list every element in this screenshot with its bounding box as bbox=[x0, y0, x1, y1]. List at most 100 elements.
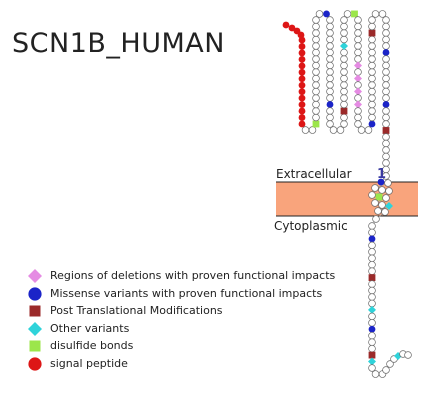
cyan-diamond-marker-icon bbox=[28, 321, 42, 336]
residue bbox=[368, 87, 376, 96]
residue bbox=[382, 146, 390, 154]
signal-peptide-residue bbox=[298, 68, 306, 76]
residue bbox=[326, 81, 334, 89]
residue bbox=[382, 68, 390, 76]
residue bbox=[382, 113, 390, 122]
missense-residue-marker bbox=[368, 235, 376, 243]
residue bbox=[368, 107, 376, 115]
residue bbox=[371, 184, 379, 192]
signal-peptide-residue bbox=[298, 94, 306, 102]
signal-peptide-residue bbox=[298, 55, 306, 63]
residue bbox=[354, 55, 362, 63]
residue bbox=[368, 100, 376, 109]
residue bbox=[340, 81, 348, 89]
residue bbox=[340, 22, 348, 31]
residue bbox=[382, 61, 390, 70]
signal-peptide-residue bbox=[298, 88, 306, 96]
residue bbox=[368, 94, 376, 102]
residue bbox=[301, 126, 310, 134]
signal-peptide-residue bbox=[298, 114, 306, 121]
residue bbox=[382, 42, 390, 50]
residue bbox=[308, 126, 317, 134]
signal-peptide-residue bbox=[282, 21, 290, 29]
missense-residue-marker bbox=[377, 178, 385, 186]
residue bbox=[326, 22, 334, 31]
residue bbox=[312, 29, 320, 37]
residue bbox=[354, 113, 362, 122]
residue bbox=[312, 55, 320, 63]
residue bbox=[368, 22, 376, 31]
residue bbox=[354, 81, 362, 89]
missense-residue-marker bbox=[368, 120, 376, 128]
residue bbox=[368, 222, 376, 230]
signal-peptide-residue bbox=[298, 49, 306, 57]
residue bbox=[354, 68, 362, 76]
residue bbox=[312, 22, 320, 31]
residue bbox=[382, 81, 390, 89]
residue bbox=[378, 201, 386, 209]
membrane-band bbox=[276, 182, 418, 216]
legend-label: signal peptide bbox=[50, 356, 128, 370]
residue bbox=[368, 254, 376, 263]
signal-peptide-residue bbox=[298, 81, 306, 89]
residue bbox=[340, 94, 348, 102]
residue bbox=[312, 107, 320, 115]
residue bbox=[326, 29, 334, 37]
residue bbox=[368, 228, 376, 237]
residue bbox=[340, 29, 348, 37]
residue bbox=[382, 94, 390, 102]
legend-label: Other variants bbox=[50, 321, 130, 335]
residue bbox=[340, 113, 348, 122]
ptm-residue-marker bbox=[368, 274, 376, 282]
signal-peptide-residue bbox=[298, 75, 306, 83]
signal-peptide-residue bbox=[298, 107, 306, 115]
residue bbox=[326, 61, 334, 70]
residue bbox=[354, 35, 362, 44]
residue bbox=[312, 48, 320, 57]
disulfide-residue-marker bbox=[375, 193, 383, 201]
residue bbox=[368, 286, 376, 295]
residue bbox=[368, 35, 376, 44]
residue bbox=[368, 267, 376, 275]
residue bbox=[326, 120, 334, 128]
signal-peptide-residue bbox=[298, 36, 306, 44]
missense-residue-marker bbox=[382, 101, 390, 108]
ptm-residue-marker bbox=[382, 127, 390, 134]
disulfide-residue-marker bbox=[351, 10, 358, 18]
residue bbox=[326, 16, 334, 24]
ptm-residue-marker bbox=[340, 107, 348, 115]
ptm-residue-marker bbox=[368, 351, 376, 359]
residue bbox=[368, 16, 376, 24]
cytoplasmic-label: Cytoplasmic bbox=[274, 219, 348, 233]
signal-peptide-residue bbox=[298, 120, 306, 128]
residue bbox=[368, 74, 376, 83]
deletion-residue-marker bbox=[354, 74, 362, 83]
residue bbox=[382, 87, 390, 96]
residue bbox=[340, 55, 348, 63]
signal-peptide-residue bbox=[298, 101, 306, 109]
residue bbox=[382, 74, 390, 83]
signal-peptide-residue bbox=[298, 62, 306, 70]
residue bbox=[312, 35, 320, 44]
residue bbox=[326, 68, 334, 76]
residue bbox=[340, 48, 348, 57]
residue bbox=[354, 29, 362, 37]
residue bbox=[368, 280, 376, 288]
residue bbox=[384, 179, 392, 187]
residue bbox=[368, 42, 376, 50]
residue bbox=[382, 152, 390, 161]
residue bbox=[354, 42, 362, 50]
residue bbox=[382, 55, 390, 63]
residue bbox=[382, 120, 390, 128]
residue bbox=[368, 191, 376, 199]
residue bbox=[340, 61, 348, 70]
residue bbox=[368, 48, 376, 57]
residue bbox=[312, 113, 320, 122]
residue bbox=[312, 16, 320, 24]
residue bbox=[354, 120, 362, 128]
residue bbox=[404, 351, 412, 359]
residue bbox=[382, 366, 390, 374]
residue bbox=[340, 16, 348, 24]
